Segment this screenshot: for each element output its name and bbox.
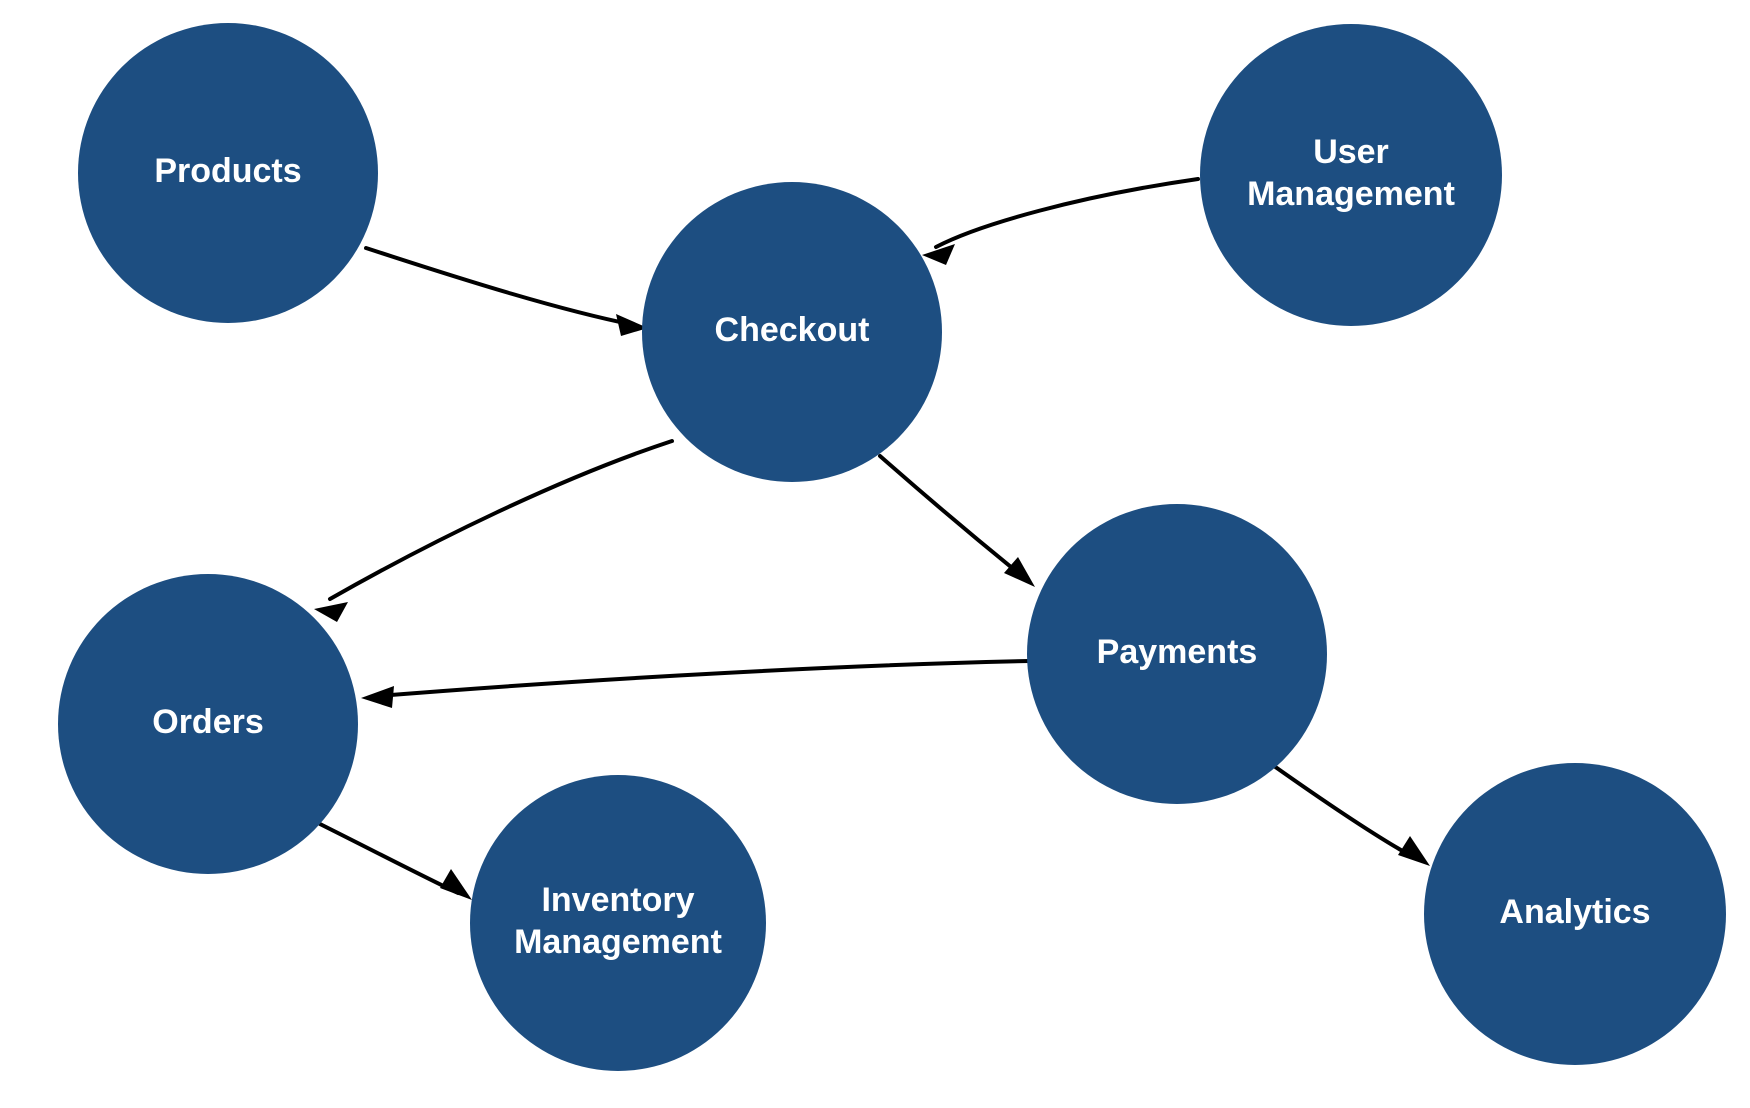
- edge-line: [376, 659, 1031, 698]
- node-shape[interactable]: [58, 574, 358, 874]
- edge-line: [1272, 764, 1417, 860]
- node-shape[interactable]: [642, 182, 942, 482]
- edge-line: [318, 822, 460, 895]
- arrowhead-icon: [361, 686, 394, 708]
- node-shape[interactable]: [1027, 504, 1327, 804]
- edge-products-to-checkout: [364, 246, 648, 336]
- edge-payments-to-orders: [361, 659, 1031, 708]
- edge-orders-to-inventory-management: [318, 822, 472, 900]
- arrowhead-icon: [314, 602, 348, 622]
- node-shape[interactable]: [1200, 24, 1502, 326]
- node-checkout[interactable]: Checkout: [642, 182, 942, 482]
- node-shape[interactable]: [78, 23, 378, 323]
- node-analytics[interactable]: Analytics: [1424, 763, 1726, 1065]
- edge-checkout-to-payments: [878, 454, 1035, 587]
- edge-checkout-to-orders: [314, 439, 674, 622]
- node-products[interactable]: Products: [78, 23, 378, 323]
- edge-line: [934, 177, 1200, 249]
- arrowhead-icon: [616, 314, 648, 336]
- edge-payments-to-analytics: [1272, 764, 1430, 866]
- edge-line: [878, 454, 1024, 578]
- node-shape[interactable]: [470, 775, 766, 1071]
- arrowhead-icon: [922, 244, 955, 265]
- arrowhead-icon: [440, 869, 472, 900]
- arrowhead-icon: [1398, 836, 1430, 866]
- arrowhead-icon: [1004, 557, 1035, 587]
- edge-line: [328, 439, 674, 601]
- node-payments[interactable]: Payments: [1027, 504, 1327, 804]
- edge-layer: [314, 177, 1430, 900]
- edge-user-management-to-checkout: [922, 177, 1200, 265]
- node-shape[interactable]: [1424, 763, 1726, 1065]
- node-orders[interactable]: Orders: [58, 574, 358, 874]
- edge-line: [364, 246, 636, 327]
